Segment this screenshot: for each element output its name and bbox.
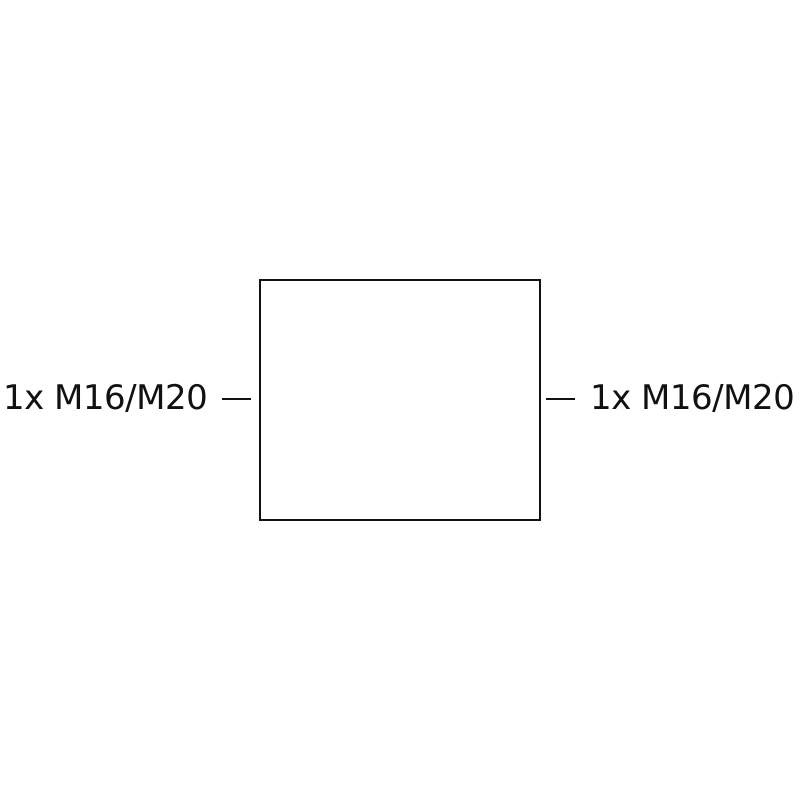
enclosure-box [259, 279, 541, 521]
left-entry-leader-line [222, 398, 251, 400]
left-cable-entry-label: 1x M16/M20 [3, 378, 208, 418]
right-entry-leader-line [546, 398, 575, 400]
right-cable-entry-label: 1x M16/M20 [590, 378, 795, 418]
